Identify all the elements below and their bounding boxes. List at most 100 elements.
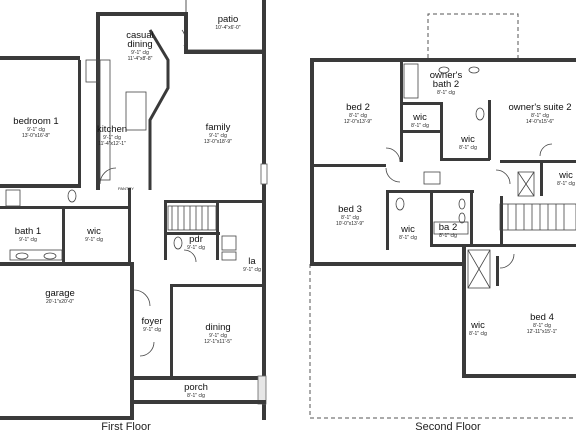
room-name-wic-bed3: wic bbox=[400, 224, 415, 235]
wall bbox=[540, 160, 543, 196]
door-swing bbox=[385, 167, 401, 183]
floor-caption: First Floor bbox=[101, 421, 151, 432]
shower bbox=[403, 63, 419, 99]
wall bbox=[500, 196, 503, 244]
door-swing bbox=[499, 253, 515, 269]
laundry-machine bbox=[221, 251, 237, 261]
second-floor: Second Floor bbox=[309, 13, 576, 432]
wall bbox=[96, 60, 100, 190]
room-name-bed-2: bed 2 bbox=[346, 102, 370, 113]
room-dims-pdr: 9'-1" clg bbox=[187, 245, 205, 251]
wall bbox=[184, 12, 188, 52]
room-dims-ba-2: 8'-1" clg bbox=[439, 233, 457, 239]
room-name-foyer: foyer bbox=[141, 316, 162, 327]
room-name-family: family bbox=[206, 122, 231, 133]
garage-roof-outline bbox=[309, 264, 576, 419]
wall bbox=[62, 206, 65, 264]
sink bbox=[43, 252, 57, 260]
sink bbox=[458, 198, 466, 210]
room-dims-wic-bed2: 8'-1" clg bbox=[411, 123, 429, 129]
room-name-pdr: pdr bbox=[189, 234, 203, 245]
wall bbox=[0, 56, 80, 60]
wall bbox=[134, 400, 266, 404]
wall bbox=[400, 102, 440, 105]
stairs-first bbox=[167, 205, 217, 231]
wall bbox=[462, 374, 576, 378]
wall bbox=[488, 100, 491, 160]
roof-outline bbox=[427, 13, 519, 58]
room-name-bedroom-1: bedroom 1 bbox=[13, 116, 58, 127]
toilet bbox=[173, 236, 183, 250]
room-name-wic-owner: wic bbox=[460, 134, 475, 145]
room-dims-foyer: 9'-1" clg bbox=[143, 327, 161, 333]
room-name-wic-1: wic bbox=[86, 226, 101, 237]
wall bbox=[128, 188, 131, 264]
wall bbox=[400, 130, 440, 133]
room-dims-porch: 8'-1" clg bbox=[187, 393, 205, 399]
vanity bbox=[9, 249, 63, 261]
wall bbox=[310, 58, 576, 62]
room-dims-la: 9'-1" clg bbox=[243, 267, 261, 273]
wall bbox=[0, 416, 134, 420]
sink bbox=[15, 252, 29, 260]
wall bbox=[96, 12, 100, 60]
wall bbox=[184, 50, 266, 54]
sink bbox=[458, 212, 466, 224]
toilet bbox=[395, 197, 405, 211]
room-dims-garage: 20'-1"x20'-0" bbox=[46, 299, 74, 305]
hvac bbox=[467, 249, 491, 289]
door-swing bbox=[139, 341, 155, 357]
kitchen-island bbox=[125, 91, 147, 131]
wall bbox=[216, 200, 219, 260]
room-dims-patio: 10'-4"x6'-0" bbox=[215, 25, 240, 31]
wall bbox=[440, 158, 490, 161]
wall bbox=[430, 190, 433, 246]
wall bbox=[386, 190, 389, 250]
room-name-dining: dining bbox=[205, 322, 230, 333]
toilet bbox=[475, 107, 485, 121]
wall bbox=[130, 262, 134, 420]
room-name-la: la bbox=[248, 256, 256, 267]
laundry-machine bbox=[221, 235, 237, 251]
wall bbox=[470, 190, 473, 246]
first-floor: First Floor PANTRY bbox=[0, 0, 268, 432]
wall bbox=[164, 200, 262, 203]
floor-caption: Second Floor bbox=[415, 421, 481, 432]
porch-wall bbox=[257, 375, 267, 405]
wall bbox=[400, 62, 403, 162]
door-swing bbox=[495, 169, 511, 185]
door-swing bbox=[183, 249, 197, 263]
wall bbox=[0, 184, 78, 188]
room-name-owners-suite-2: owner's suite 2 bbox=[508, 102, 571, 113]
linen bbox=[423, 171, 441, 185]
kitchen-wall bbox=[148, 29, 170, 190]
room-name-wic-bed2: wic bbox=[412, 112, 427, 123]
room-name-kitchen: kitchen bbox=[97, 124, 127, 135]
hvac bbox=[517, 171, 535, 197]
room-dims-wic-bed4: 8'-1" clg bbox=[469, 331, 487, 337]
tub bbox=[433, 221, 469, 235]
shower bbox=[5, 189, 21, 207]
room-dims-wic-bed3: 8'-1" clg bbox=[399, 235, 417, 241]
kitchen-counter bbox=[99, 59, 111, 181]
stairs-second bbox=[499, 203, 576, 231]
wall bbox=[310, 262, 466, 266]
door-swing bbox=[181, 29, 186, 47]
room-name-bed-4: bed 4 bbox=[530, 312, 554, 323]
fridge bbox=[85, 59, 99, 83]
wall bbox=[164, 200, 167, 260]
door-swing bbox=[133, 289, 151, 307]
wall bbox=[164, 232, 220, 235]
wall bbox=[96, 12, 188, 16]
room-dims-wic-1: 9'-1" clg bbox=[85, 237, 103, 243]
